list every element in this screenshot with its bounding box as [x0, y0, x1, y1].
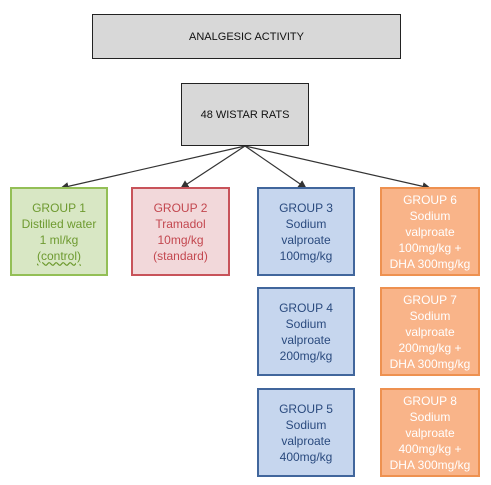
group-4-label: GROUP 4 — [279, 300, 333, 315]
group-1-line-2: 1 ml/kg — [39, 232, 79, 247]
group-4-line-2: valproate — [281, 332, 331, 347]
group-4-line-1: Sodium — [285, 316, 327, 331]
group-4-line-3: 200mg/kg — [279, 348, 333, 363]
group-8-box: GROUP 8 Sodium valproate 400mg/kg + DHA … — [380, 388, 480, 477]
arrow-to-group-6 — [244, 145, 431, 191]
group-5-line-1: Sodium — [285, 417, 327, 432]
group-7-line-1: Sodium — [409, 308, 451, 323]
group-1-label: GROUP 1 — [32, 200, 86, 215]
group-8-line-2: valproate — [405, 425, 455, 440]
group-3-label: GROUP 3 — [279, 200, 333, 215]
group-7-label: GROUP 7 — [403, 292, 457, 307]
group-5-line-2: valproate — [281, 433, 331, 448]
group-7-line-2: valproate — [405, 324, 455, 339]
group-3-line-1: Sodium — [285, 216, 327, 231]
arrow-to-group-3 — [244, 145, 307, 189]
group-5-label: GROUP 5 — [279, 401, 333, 416]
group-4-box: GROUP 4 Sodium valproate 200mg/kg — [257, 287, 355, 376]
group-6-label: GROUP 6 — [403, 192, 457, 207]
group-6-line-1: Sodium — [409, 208, 451, 223]
group-7-box: GROUP 7 Sodium valproate 200mg/kg + DHA … — [380, 287, 480, 376]
group-1-line-3: (control) — [36, 248, 81, 263]
group-5-line-3: 400mg/kg — [279, 449, 333, 464]
group-5-box: GROUP 5 Sodium valproate 400mg/kg — [257, 388, 355, 477]
group-6-line-2: valproate — [405, 224, 455, 239]
group-7-line-4: DHA 300mg/kg — [389, 356, 471, 371]
group-3-line-3: 100mg/kg — [279, 248, 333, 263]
group-1-line-1: Distilled water — [21, 216, 97, 231]
group-3-line-2: valproate — [281, 232, 331, 247]
group-2-line-1: Tramadol — [155, 216, 206, 231]
group-2-line-2: 10mg/kg — [157, 232, 204, 247]
title-box: ANALGESIC ACTIVITY — [92, 14, 401, 59]
group-6-line-3: 100mg/kg + — [398, 240, 462, 255]
group-6-line-4: DHA 300mg/kg — [389, 256, 471, 271]
root-text: 48 WISTAR RATS — [200, 108, 290, 121]
group-8-line-4: DHA 300mg/kg — [389, 457, 471, 472]
group-2-line-3: (standard) — [153, 248, 208, 263]
group-8-line-3: 400mg/kg + — [398, 441, 462, 456]
group-1-box: GROUP 1 Distilled water 1 ml/kg (control… — [10, 187, 108, 276]
group-7-line-3: 200mg/kg + — [398, 340, 462, 355]
group-3-box: GROUP 3 Sodium valproate 100mg/kg — [257, 187, 355, 276]
root-box: 48 WISTAR RATS — [181, 83, 309, 146]
group-8-label: GROUP 8 — [403, 393, 457, 408]
title-text: ANALGESIC ACTIVITY — [189, 30, 304, 43]
arrow-to-group-2 — [180, 145, 246, 189]
group-6-box: GROUP 6 Sodium valproate 100mg/kg + DHA … — [380, 187, 480, 276]
group-2-box: GROUP 2 Tramadol 10mg/kg (standard) — [131, 187, 230, 276]
group-2-label: GROUP 2 — [153, 200, 208, 215]
group-8-line-1: Sodium — [409, 409, 451, 424]
arrow-to-group-1 — [60, 145, 246, 191]
